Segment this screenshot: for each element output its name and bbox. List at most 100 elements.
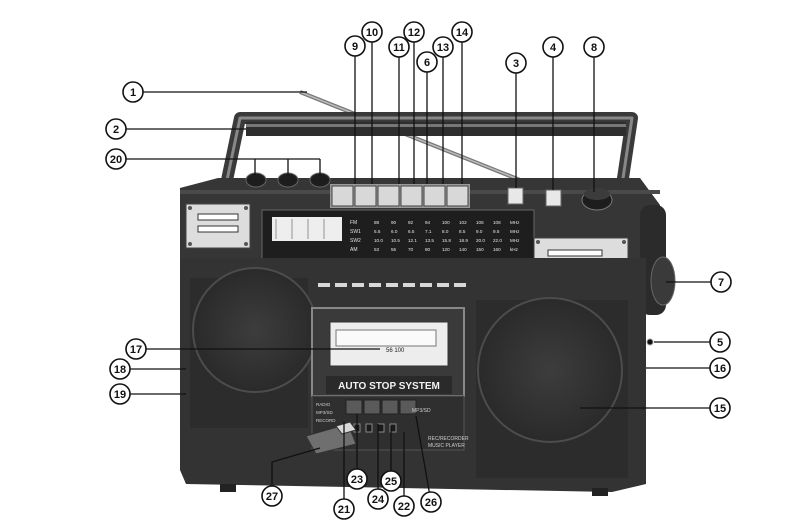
cassette-keys[interactable]: [330, 184, 470, 208]
grille-slots: [318, 283, 466, 287]
left-vent: [185, 203, 251, 249]
callout-number: 13: [437, 42, 449, 54]
switch-4[interactable]: [545, 189, 562, 207]
dial-scale-value: 8.0: [442, 229, 449, 234]
left-speaker: [190, 267, 318, 428]
grille-slot: [318, 283, 330, 287]
cassette-key[interactable]: [354, 185, 377, 207]
dial-scale-value: 13.5: [425, 238, 434, 243]
dial-scale-value: MHz: [510, 238, 520, 243]
grille-slot: [335, 283, 347, 287]
callout-number: 14: [456, 27, 469, 39]
callout-number: 19: [114, 389, 126, 401]
callout-number: 26: [425, 497, 437, 509]
music-label: MUSIC PLAYER: [428, 443, 465, 449]
callout-10: 10: [361, 21, 383, 43]
dial-scale-value: 6.5: [408, 229, 415, 234]
dial-scale-value: 102: [459, 220, 467, 225]
dial-scale-value: 140: [459, 247, 467, 252]
callout-number: 23: [351, 474, 363, 486]
callout-24: 24: [367, 488, 389, 510]
cassette-deck[interactable]: 56 100 AUTO STOP SYSTEM: [311, 307, 465, 397]
tuning-knob[interactable]: [581, 188, 613, 211]
grille-slot: [403, 283, 415, 287]
callout-number: 7: [718, 277, 724, 289]
callout-number: 3: [513, 58, 519, 70]
cassette-key[interactable]: [331, 185, 354, 207]
dial-scale-value: MHz: [510, 220, 520, 225]
auto-stop-label: AUTO STOP SYSTEM: [338, 381, 440, 392]
dial-scale-value: 150: [476, 247, 484, 252]
panel-button[interactable]: [363, 399, 381, 415]
cassette-key[interactable]: [377, 185, 400, 207]
dial-scale-value: 55: [391, 247, 397, 252]
dial-scale-value: 100: [442, 220, 450, 225]
grille-slot: [437, 283, 449, 287]
dial-scale-value: 20.0: [476, 238, 485, 243]
panel-button[interactable]: [345, 399, 363, 415]
callout-number: 9: [352, 41, 358, 53]
panel-right-label: MP3/SD: [412, 408, 431, 414]
side-jack[interactable]: [646, 338, 654, 346]
panel-button[interactable]: [381, 399, 399, 415]
panel-port[interactable]: [365, 423, 373, 433]
dial-scale-value: 10.5: [391, 238, 400, 243]
dial-scale-value: 8.5: [459, 229, 466, 234]
grille-slot: [420, 283, 432, 287]
callout-number: 25: [385, 476, 397, 488]
callout-leader-lines: [116, 32, 721, 509]
callout-27: 27: [261, 485, 283, 507]
callout-12: 12: [403, 21, 425, 43]
control-knobs[interactable]: [245, 172, 331, 188]
callout-20: 20: [105, 148, 127, 170]
callout-14: 14: [451, 21, 473, 43]
leader-line: [116, 158, 321, 175]
dial-scale-value: 53: [374, 247, 380, 252]
callout-1: 1: [122, 81, 144, 103]
dial-scale-value: 120: [442, 247, 450, 252]
dial-scale-value: 9.0: [476, 229, 483, 234]
dial-scale-value: 5.5: [374, 229, 381, 234]
callout-6: 6: [416, 51, 438, 73]
panel-port[interactable]: [389, 423, 397, 433]
callout-15: 15: [709, 397, 731, 419]
dial-scale-value: 70: [408, 247, 414, 252]
grille-slot: [454, 283, 466, 287]
cassette-key[interactable]: [446, 185, 469, 207]
dial-band-label: AM: [350, 247, 358, 253]
panel-port[interactable]: [377, 423, 385, 433]
switch-3[interactable]: [507, 187, 524, 205]
callout-number: 5: [717, 337, 723, 349]
callout-3: 3: [505, 52, 527, 74]
callout-number: 15: [714, 403, 726, 415]
cassette-key[interactable]: [423, 185, 446, 207]
grille-slot: [352, 283, 364, 287]
callout-2: 2: [105, 118, 127, 140]
panel-button[interactable]: [399, 399, 417, 415]
callout-13: 13: [432, 36, 454, 58]
dial-scale-value: 92: [408, 220, 414, 225]
dial-scale-value: 106: [476, 220, 484, 225]
grille-slot: [369, 283, 381, 287]
foot: [220, 484, 236, 492]
dial-scale-value: 108: [493, 220, 501, 225]
cassette-key[interactable]: [400, 185, 423, 207]
dial-scale-value: 12.1: [408, 238, 417, 243]
callout-number: 22: [398, 501, 410, 513]
right-speaker: [476, 297, 628, 478]
callout-17: 17: [125, 338, 147, 360]
callout-number: 10: [366, 27, 378, 39]
dial-scale-value: 9.5: [493, 229, 500, 234]
leader-line: [271, 447, 321, 496]
callout-number: 18: [114, 364, 126, 376]
callout-18: 18: [109, 358, 131, 380]
callout-25: 25: [380, 470, 402, 492]
mode-label: RECORD: [316, 418, 336, 423]
callout-number: 11: [393, 42, 405, 54]
side-volume-wheel[interactable]: [640, 205, 676, 315]
callout-number: 2: [113, 124, 119, 136]
callout-11: 11: [388, 36, 410, 58]
